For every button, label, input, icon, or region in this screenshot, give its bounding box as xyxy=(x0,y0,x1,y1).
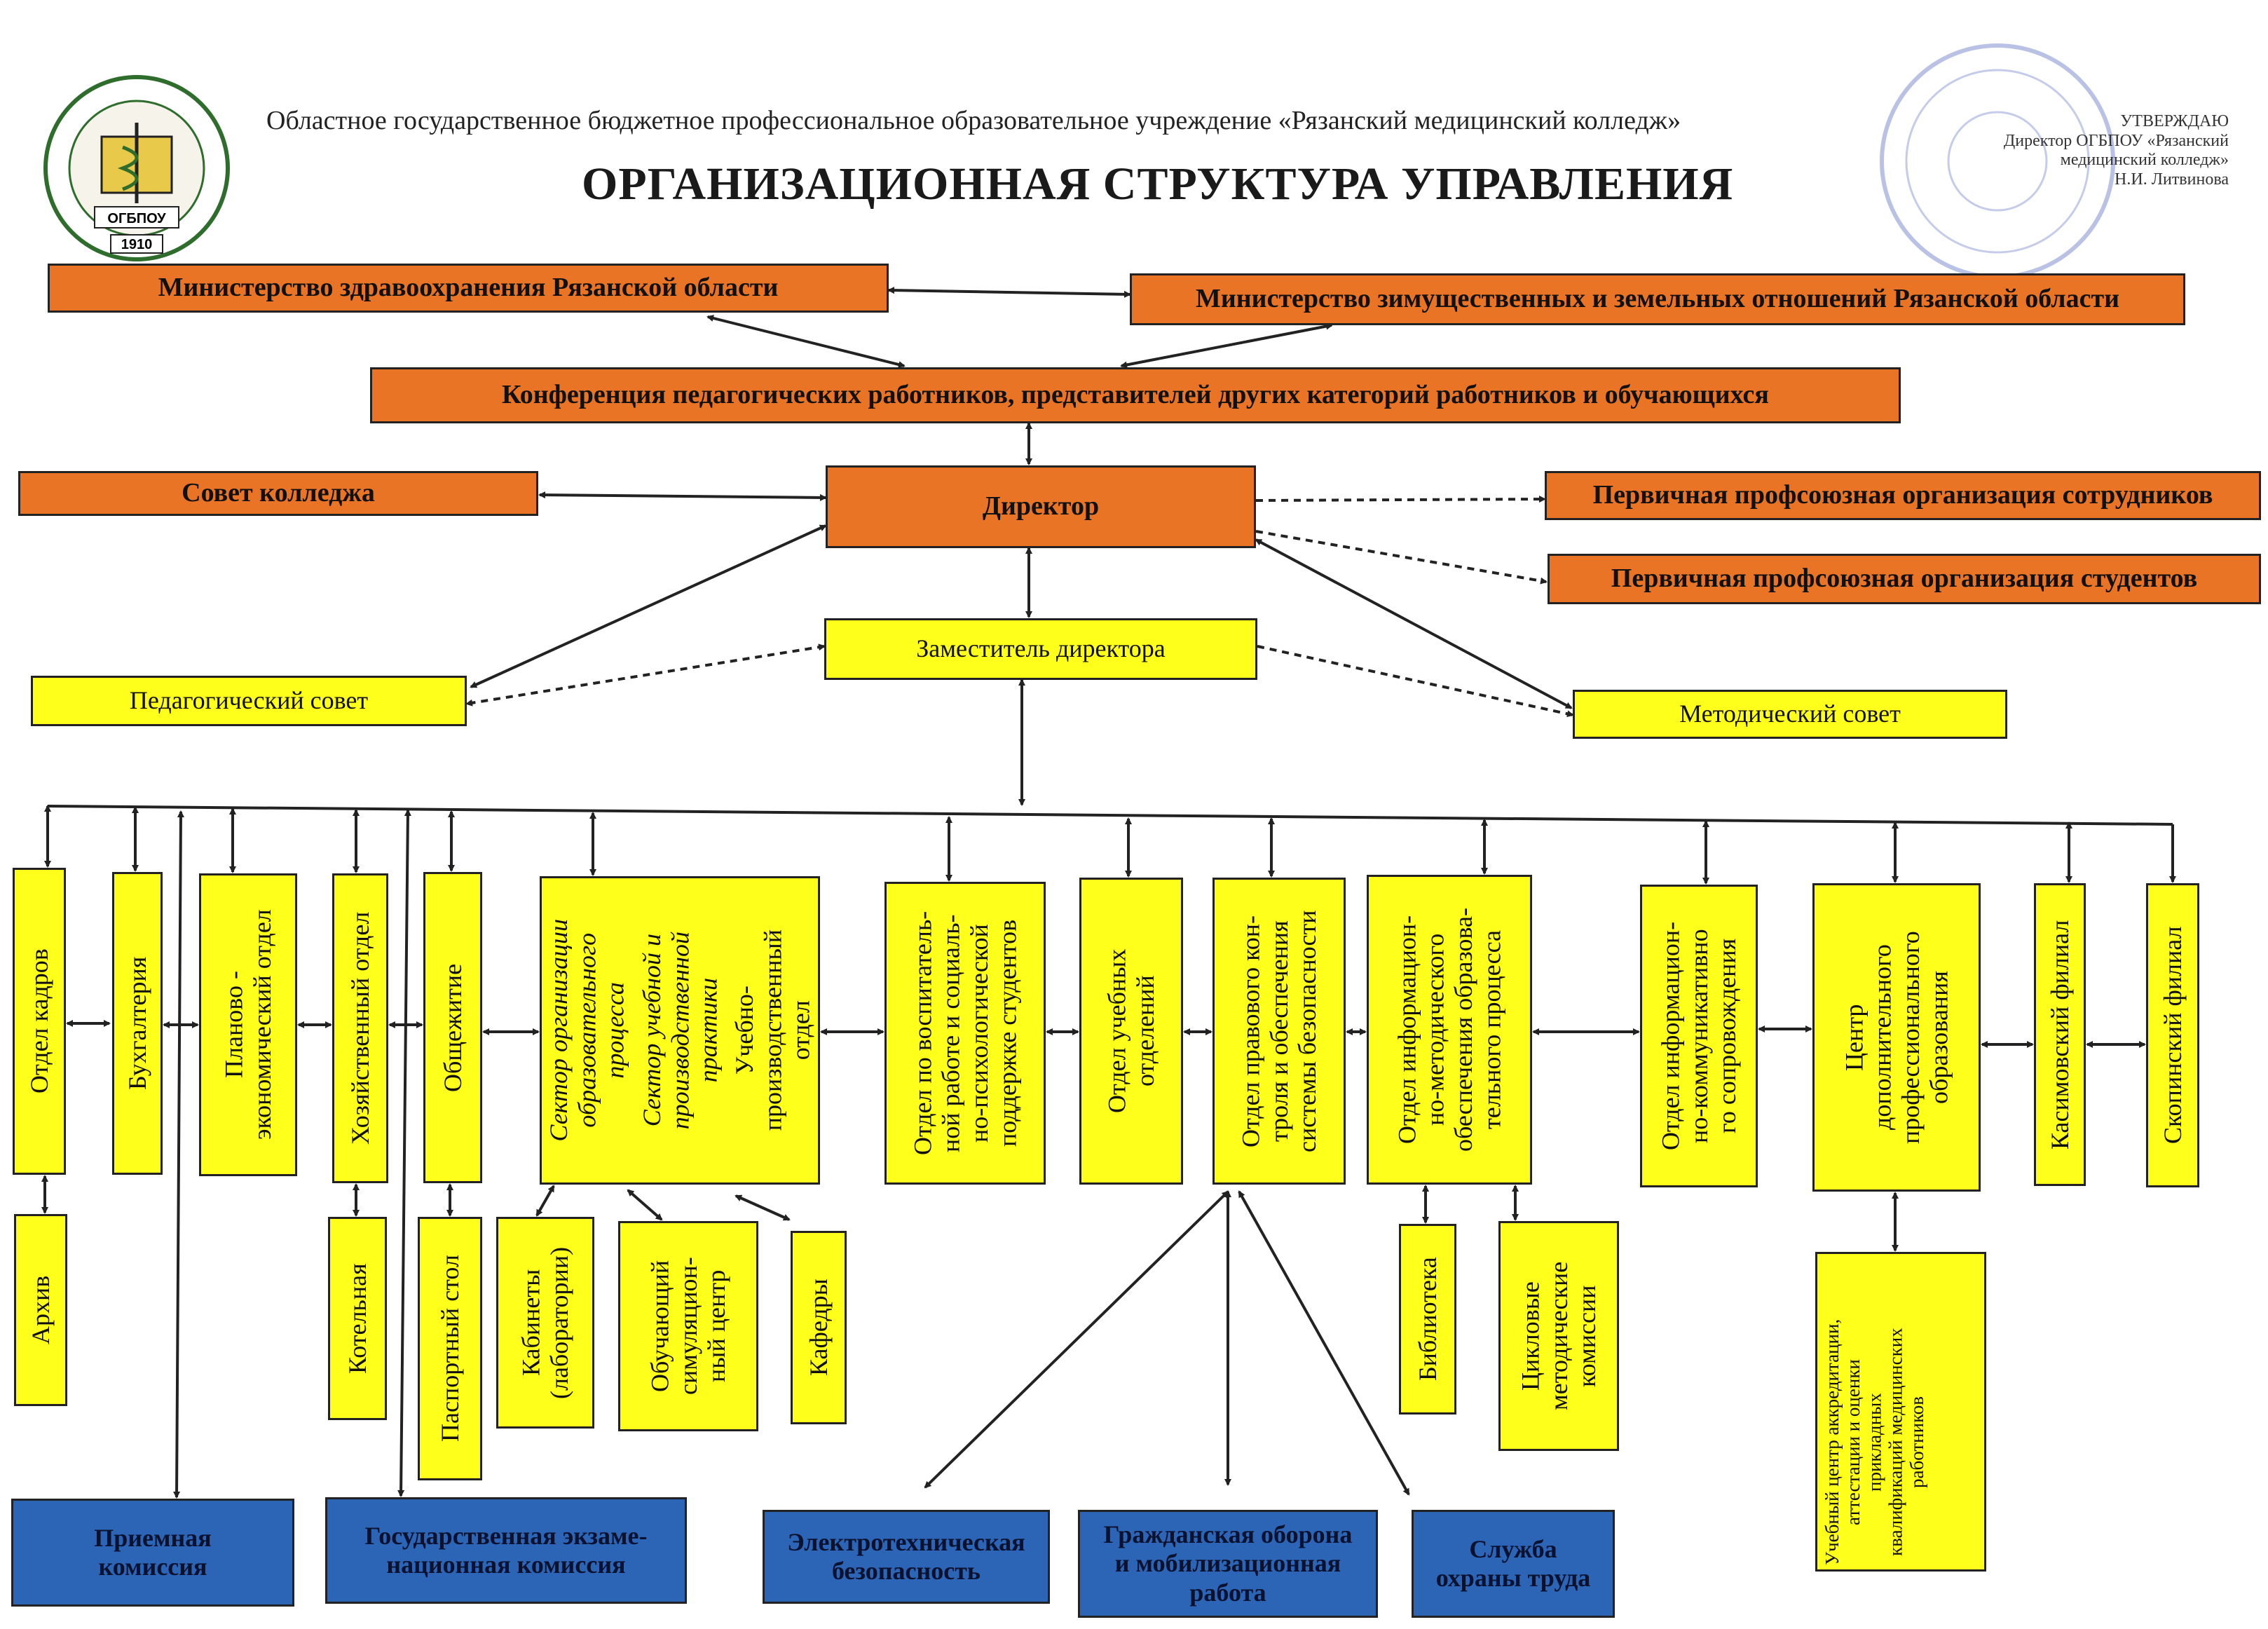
node-council[interactable]: Совет колледжа xyxy=(18,471,538,516)
node-passport-office[interactable]: Паспортный стол xyxy=(418,1217,482,1480)
link-edu-prod-simulation xyxy=(627,1189,663,1221)
link-director-method-council xyxy=(1255,538,1573,709)
link-bus xyxy=(47,805,2173,826)
node-accounting[interactable]: Бухгалтерия xyxy=(112,872,163,1175)
node-chairs[interactable]: Кафедры xyxy=(791,1231,847,1424)
link-deputy-ped-council xyxy=(465,643,826,707)
approval-block: УТВЕРЖДАЮ Директор ОГБПОУ «Рязанский мед… xyxy=(1948,112,2229,189)
node-cycle-commissions[interactable]: Цикловые методические комиссии xyxy=(1498,1221,1619,1451)
approval-signature: Н.И. Литвинова xyxy=(2115,170,2229,189)
node-archive[interactable]: Архив xyxy=(14,1214,67,1406)
link-edu-prod-chairs xyxy=(735,1194,791,1221)
edu-production-title: Учебно- производственный отдел xyxy=(730,929,816,1131)
link-health-conference xyxy=(706,315,906,368)
link-council-director xyxy=(538,491,827,501)
logo-abbr-text: ОГБПОУ xyxy=(107,211,166,226)
link-deputy-method-council xyxy=(1257,645,1574,718)
node-info-method[interactable]: Отдел информацион- но-методического обес… xyxy=(1367,875,1532,1185)
edu-production-sector-process: Сектор организации образовательного проц… xyxy=(544,919,629,1142)
node-union-students[interactable]: Первичная профсоюзная организация студен… xyxy=(1548,554,2261,604)
node-conference[interactable]: Конференция педагогических работников, п… xyxy=(370,367,1901,423)
node-boiler[interactable]: Котельная xyxy=(328,1217,387,1420)
node-pedagogical-council[interactable]: Педагогический совет xyxy=(31,676,467,726)
node-director[interactable]: Директор xyxy=(826,465,1256,548)
approval-line: Директор ОГБПОУ «Рязанский xyxy=(2003,131,2229,150)
organization-name: Областное государственное бюджетное проф… xyxy=(266,106,1681,135)
node-ministry-health[interactable]: Министерство здравоохранения Рязанской о… xyxy=(48,264,889,313)
node-admission-commission[interactable]: Приемная комиссия xyxy=(11,1499,294,1607)
node-civil-defense[interactable]: Гражданская оборона и мобилизационная ра… xyxy=(1078,1510,1378,1618)
node-union-staff[interactable]: Первичная профсоюзная организация сотруд… xyxy=(1545,471,2261,520)
logo-year-text: 1910 xyxy=(121,237,153,252)
node-deputy-director[interactable]: Заместитель директора xyxy=(824,618,1257,680)
node-skopin-branch[interactable]: Скопинский филиал xyxy=(2146,883,2199,1187)
node-library[interactable]: Библиотека xyxy=(1399,1224,1456,1415)
node-electrical-safety[interactable]: Электротехническая безопасность xyxy=(763,1510,1050,1604)
node-dpo-center[interactable]: Центр дополнительного профессионального … xyxy=(1812,883,1981,1192)
link-ministries xyxy=(887,287,1131,298)
node-hr[interactable]: Отдел кадров xyxy=(13,868,66,1175)
node-methodical-council[interactable]: Методический совет xyxy=(1573,690,2007,739)
approval-line: медицинский колледж» xyxy=(2060,151,2229,170)
link-property-conference xyxy=(1120,322,1333,369)
node-accreditation-center[interactable]: Учебный центр аккредитации, аттестации и… xyxy=(1815,1252,1986,1572)
link-director-union-staff xyxy=(1255,496,1546,503)
node-dormitory[interactable]: Общежитие xyxy=(423,872,482,1183)
node-info-comm[interactable]: Отдел информацион- но-коммуникативно го … xyxy=(1640,885,1758,1187)
link-edu-prod-cabinets xyxy=(535,1185,555,1217)
node-ministry-property[interactable]: Министерство зимущественных и земельных … xyxy=(1130,273,2185,325)
node-planning[interactable]: Планово - экономический отдел xyxy=(199,873,297,1176)
node-labor-safety[interactable]: Служба охраны труда xyxy=(1412,1510,1615,1618)
edu-production-sector-practice: Сектор учебной и производственной практи… xyxy=(637,931,723,1130)
link-bus-state-exam xyxy=(397,809,411,1497)
college-logo: ОГБПОУ 1910 xyxy=(43,75,230,261)
link-bus-admission xyxy=(173,810,184,1499)
node-upbringing[interactable]: Отдел по воспитатель- ной работе и социа… xyxy=(884,882,1046,1185)
node-kasimov-branch[interactable]: Касимовский филиал xyxy=(2034,883,2086,1186)
node-household[interactable]: Хозяйственный отдел xyxy=(332,873,388,1183)
node-state-exam-commission[interactable]: Государственная экзаме- национная комисс… xyxy=(325,1497,687,1604)
link-director-union-students xyxy=(1255,530,1548,585)
approval-line: УТВЕРЖДАЮ xyxy=(2120,112,2229,130)
link-legal-labor xyxy=(1238,1190,1410,1496)
link-legal-electro xyxy=(924,1190,1229,1489)
node-simulation-center[interactable]: Обучающий симуляцион- ный центр xyxy=(618,1221,758,1431)
node-cabinets[interactable]: Кабинеты (лаборатории) xyxy=(496,1217,594,1429)
node-edu-units[interactable]: Отдел учебных отделений xyxy=(1079,878,1183,1185)
link-director-ped-council xyxy=(470,524,827,688)
node-edu-production[interactable]: Учебно- производственный отдел Сектор уч… xyxy=(540,876,820,1185)
node-legal-security[interactable]: Отдел правового кон- троля и обеспечения… xyxy=(1212,878,1346,1185)
page-title: ОРГАНИЗАЦИОННАЯ СТРУКТУРА УПРАВЛЕНИЯ xyxy=(582,158,1734,210)
